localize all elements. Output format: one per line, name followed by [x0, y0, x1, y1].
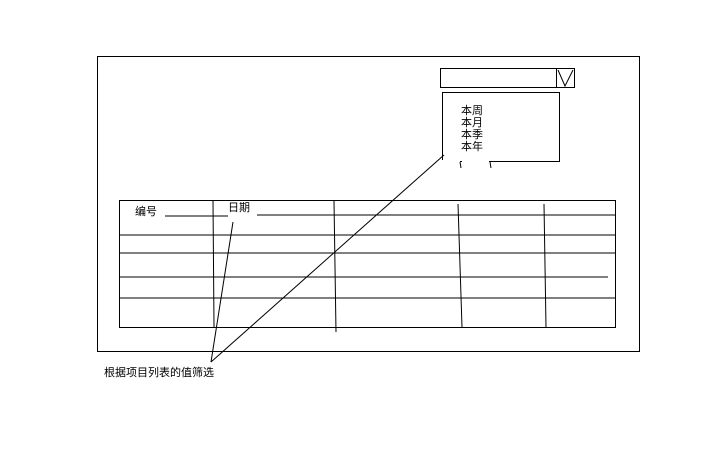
dropdown-arrow-icon[interactable] — [556, 69, 574, 88]
period-option-year[interactable]: 本年 — [461, 140, 483, 153]
period-option-week[interactable]: 本周 — [461, 104, 483, 117]
period-option-month[interactable]: 本月 — [461, 116, 483, 129]
project-table — [119, 200, 616, 328]
period-option-quarter[interactable]: 本季 — [461, 128, 483, 141]
column-header-date: 日期 — [226, 201, 252, 214]
filter-panel — [97, 56, 640, 352]
column-header-id: 编号 — [133, 205, 159, 218]
period-select[interactable] — [440, 68, 575, 88]
annotation-caption: 根据项目列表的值筛选 — [104, 366, 214, 379]
period-dropdown-list: 本周 本月 本季 本年 — [442, 92, 560, 162]
